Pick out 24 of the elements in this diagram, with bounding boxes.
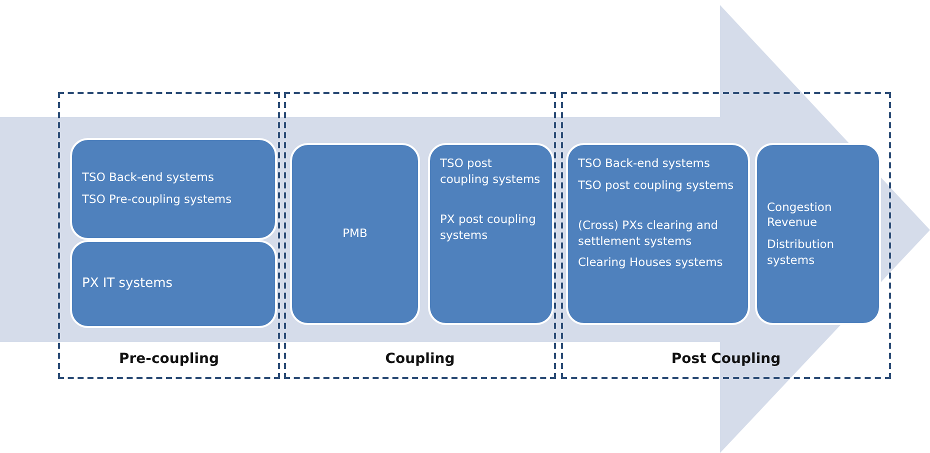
system-box — [70, 240, 277, 328]
system-box — [290, 143, 420, 325]
stage-frame — [58, 92, 280, 379]
box-text: (Cross) PXs clearing and settlement systems — [578, 218, 720, 250]
box-text: Congestion Revenue — [767, 200, 833, 231]
box-text: Distribution systems — [767, 237, 836, 268]
box-text: PMB — [342, 226, 368, 242]
system-box — [566, 143, 750, 325]
stage-heading: Coupling — [385, 351, 455, 367]
box-text: PX IT systems — [82, 275, 174, 293]
box-text: TSO Back-end systems — [578, 156, 711, 172]
box-text: TSO Back-end systems — [82, 170, 215, 186]
system-box — [428, 143, 554, 325]
box-text: TSO Pre-coupling systems — [82, 192, 233, 208]
system-box — [755, 143, 881, 325]
box-text: PX post coupling systems — [440, 212, 537, 244]
box-text: TSO post coupling systems — [440, 156, 542, 188]
stage-frame — [561, 92, 891, 379]
box-text: Clearing Houses systems — [578, 255, 724, 271]
system-box — [70, 138, 277, 240]
box-text: TSO post coupling systems — [578, 178, 735, 194]
stage-frame — [284, 92, 556, 379]
stage-heading: Pre-coupling — [119, 351, 219, 367]
stage-heading: Post Coupling — [671, 351, 781, 367]
